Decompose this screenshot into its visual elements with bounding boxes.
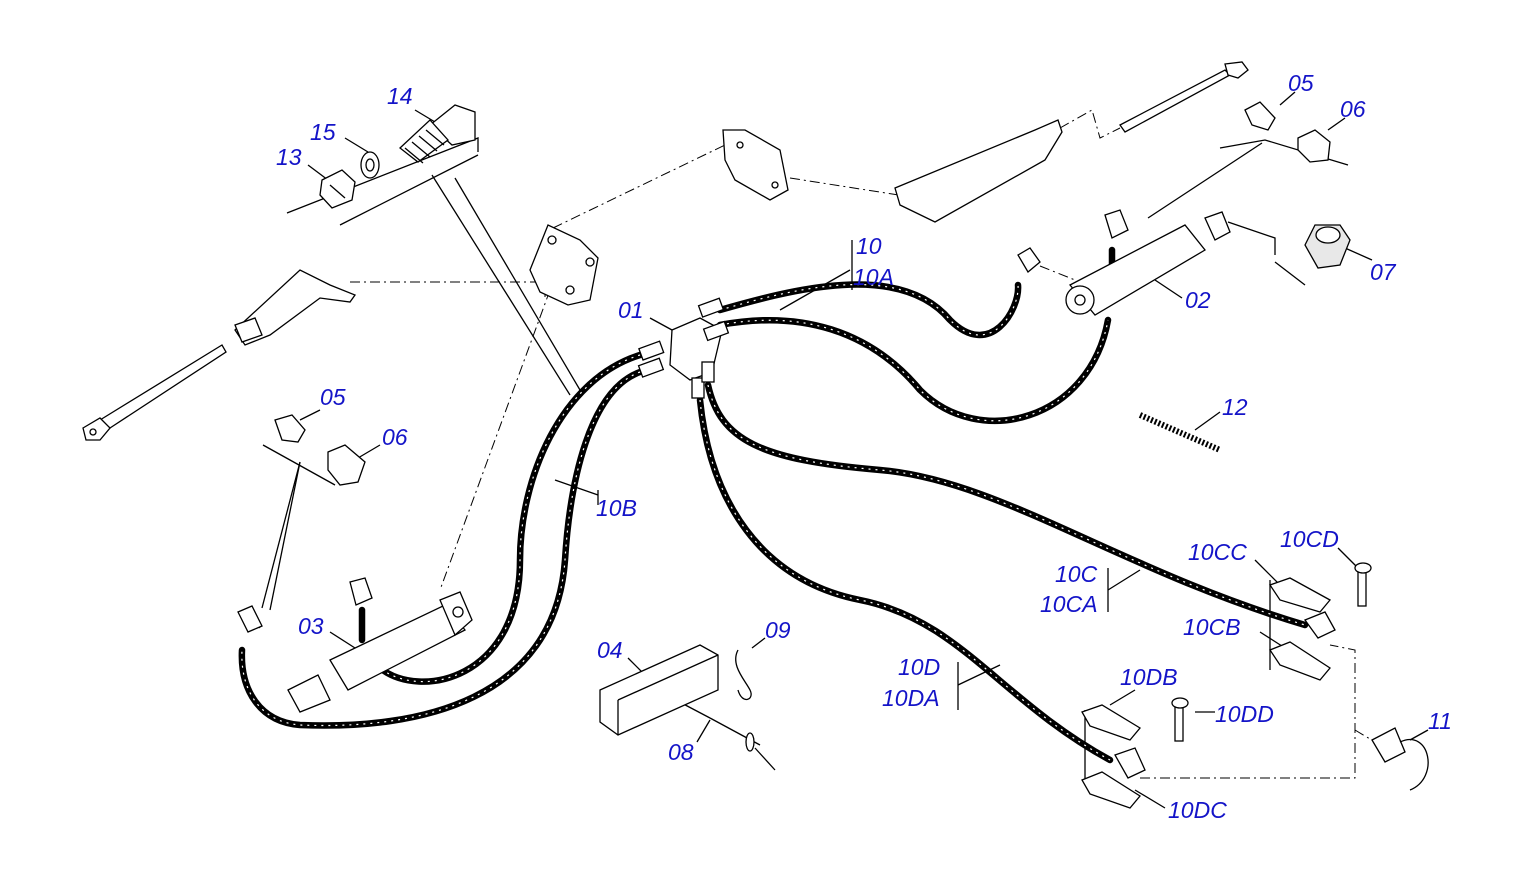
- callout-10A: 10A: [853, 264, 894, 290]
- cylinder-03-part: [237, 577, 473, 713]
- channel-bracket-04: [599, 644, 719, 736]
- callout-05-left: 05: [320, 384, 346, 410]
- fitting-06-left: [327, 444, 366, 486]
- callout-10DD: 10DD: [1215, 701, 1274, 727]
- mounting-plate-left: [529, 224, 599, 306]
- callout-01: 01: [618, 297, 644, 323]
- leader-lines: [261, 91, 1429, 809]
- callout-10DC: 10DC: [1168, 797, 1227, 823]
- coupler-10D: [1081, 697, 1189, 809]
- callout-13: 13: [276, 144, 302, 170]
- callout-10CC: 10CC: [1188, 539, 1247, 565]
- callout-04: 04: [597, 637, 623, 663]
- callout-03: 03: [298, 613, 324, 639]
- callout-14: 14: [387, 83, 413, 109]
- callout-07: 07: [1370, 259, 1397, 285]
- callout-10CB: 10CB: [1183, 614, 1241, 640]
- fitting-06-right: [1297, 129, 1331, 163]
- cap-07-part: [1304, 224, 1351, 269]
- right-lift-arm: [894, 61, 1249, 223]
- callout-10CA: 10CA: [1040, 591, 1098, 617]
- callout-06-right: 06: [1340, 96, 1366, 122]
- callout-06-left: 06: [382, 424, 408, 450]
- clip-09-part: [735, 649, 752, 701]
- callout-10DA: 10DA: [882, 685, 940, 711]
- callout-10B: 10B: [596, 495, 637, 521]
- left-lift-arm: [82, 269, 357, 441]
- spring-12-part: [1138, 412, 1222, 453]
- callout-labels: 01 02 03 04 05 05 06 06 07 08 09 10 10A …: [276, 70, 1452, 823]
- bolt-part: [398, 104, 476, 164]
- washer-part: [360, 151, 380, 179]
- callout-09: 09: [765, 617, 791, 643]
- callout-11: 11: [1428, 708, 1452, 734]
- mounting-plate-top: [722, 129, 789, 201]
- fitting-05-left: [274, 414, 306, 443]
- callout-10C: 10C: [1055, 561, 1098, 587]
- callout-08: 08: [668, 739, 694, 765]
- callout-10: 10: [856, 233, 882, 259]
- callout-05-right: 05: [1288, 70, 1314, 96]
- callout-10DB: 10DB: [1120, 664, 1178, 690]
- fitting-05-right: [1244, 101, 1276, 131]
- callout-12: 12: [1222, 394, 1248, 420]
- valve-block-01: [637, 297, 730, 399]
- bushing-part: [319, 169, 356, 209]
- callout-15: 15: [310, 119, 336, 145]
- callout-02: 02: [1185, 287, 1211, 313]
- callout-10D: 10D: [898, 654, 940, 680]
- callout-10CD: 10CD: [1280, 526, 1339, 552]
- cylinder-02-part: [1017, 209, 1231, 316]
- coupler-10C: [1268, 562, 1372, 681]
- pin-08-part: [709, 717, 776, 771]
- dust-cap-11: [1371, 727, 1429, 791]
